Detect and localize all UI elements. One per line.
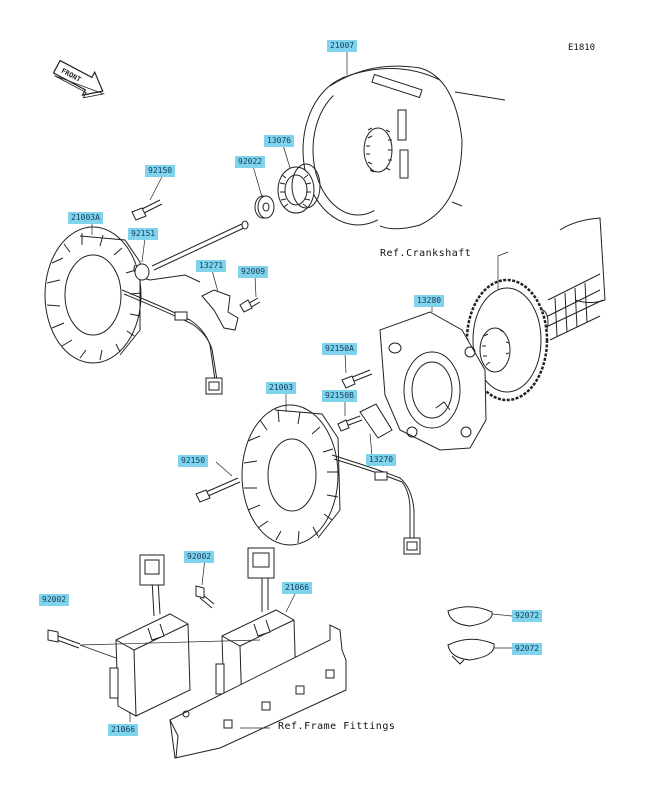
part-label-92009[interactable]: 92009 [238, 266, 269, 278]
ref-crankshaft: Ref.Crankshaft [380, 248, 472, 259]
part-label-92072-lower[interactable]: 92072 [512, 643, 543, 655]
bolt-upper [131, 199, 163, 221]
leader-lines [79, 50, 513, 729]
bolt-92002-right [195, 585, 215, 609]
part-label-92150A[interactable]: 92150A [322, 343, 357, 355]
part-label-21003A[interactable]: 21003A [68, 212, 103, 224]
wiring-harness-upper [121, 289, 223, 395]
part-label-13271[interactable]: 13271 [196, 260, 227, 272]
part-label-21003[interactable]: 21003 [266, 382, 297, 394]
part-label-13270[interactable]: 13270 [366, 454, 397, 466]
part-label-92150-lower[interactable]: 92150 [178, 455, 209, 467]
stator-upper [44, 226, 142, 364]
washer [254, 195, 275, 219]
bolt-lower [195, 477, 241, 503]
part-label-92150-upper[interactable]: 92150 [145, 165, 176, 177]
bolt-92150A [341, 369, 373, 389]
bolt-92002-left [47, 629, 81, 649]
bolt-and-plate [337, 403, 393, 439]
band-clip-upper [447, 606, 493, 627]
front-arrow-icon: FRONT [52, 59, 106, 99]
primary-gear [465, 278, 549, 402]
band-clip-lower [447, 638, 495, 665]
part-label-13280[interactable]: 13280 [414, 295, 445, 307]
part-label-92002-left[interactable]: 92002 [39, 594, 70, 606]
part-label-92002-right[interactable]: 92002 [184, 551, 215, 563]
stator-cover [379, 311, 487, 451]
part-label-21066-right[interactable]: 21066 [282, 582, 313, 594]
part-label-92151[interactable]: 92151 [128, 228, 159, 240]
long-shaft-bolt [151, 220, 249, 271]
part-label-92072-upper[interactable]: 92072 [512, 610, 543, 622]
pickup-bracket [201, 289, 261, 331]
part-label-21007[interactable]: 21007 [327, 40, 358, 52]
regulator-rectifier-left [109, 554, 191, 717]
starter-clutch-gear [277, 163, 321, 214]
pulser-clamp [133, 263, 201, 283]
stator-lower [241, 404, 341, 546]
wiring-harness-lower [331, 454, 421, 555]
part-label-92150B[interactable]: 92150B [322, 390, 357, 402]
part-label-13076[interactable]: 13076 [264, 135, 295, 147]
rotor-flywheel [302, 65, 506, 230]
part-label-92022[interactable]: 92022 [235, 156, 266, 168]
ref-frame-fittings: Ref.Frame Fittings [278, 721, 396, 732]
part-label-21066-left[interactable]: 21066 [108, 724, 139, 736]
mounting-bracket [169, 624, 347, 759]
rotor-hub [363, 127, 393, 173]
diagram-code: E1810 [568, 43, 595, 53]
